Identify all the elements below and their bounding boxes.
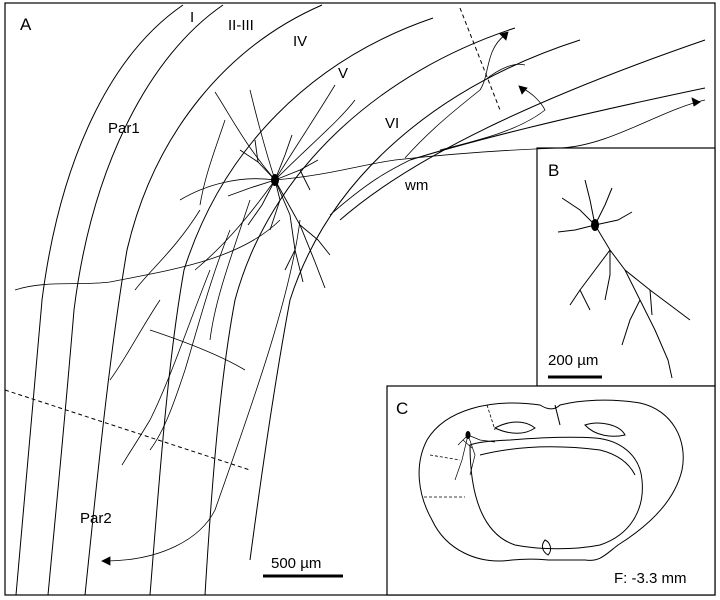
- boundary-v: [204, 27, 516, 596]
- scale-bar-a: 500 µm: [263, 555, 343, 578]
- panel-c-frame: [386, 385, 716, 596]
- neuron-dendrites: [227, 134, 331, 289]
- panel-c: C F: -3.3 mm: [396, 399, 687, 587]
- panel-c-letter: C: [396, 399, 408, 418]
- layer-label-iv: IV: [293, 33, 307, 50]
- panel-c-coordinate: F: -3.3 mm: [614, 570, 687, 587]
- boundary-vi: [249, 39, 581, 561]
- panel-b-letter: B: [548, 161, 559, 180]
- layer-label-v: V: [338, 65, 348, 82]
- panel-b-frame: [536, 147, 716, 387]
- area-border-top: [459, 7, 501, 111]
- layer-label-i: I: [190, 9, 194, 26]
- layer-label-ii-iii: II-III: [228, 17, 254, 34]
- region-label-par2: Par2: [80, 510, 112, 527]
- neuron-axons: [14, 31, 706, 566]
- layer-boundaries: [15, 4, 706, 596]
- boundary-pial: [15, 4, 184, 596]
- scale-bar-a-label: 500 µm: [271, 555, 321, 572]
- boundary-wm: [339, 39, 706, 221]
- scale-bar-b-label: 200 µm: [548, 352, 598, 369]
- boundary-wm-2: [409, 87, 706, 161]
- area-border-par1-par2: [4, 389, 251, 471]
- scale-bar-b: 200 µm: [548, 352, 602, 379]
- boundary-i: [47, 4, 224, 596]
- neuron-b-dendrites: [557, 179, 691, 379]
- panel-a: A I II-III IV V VI Par1 wm Par2 500 µm: [4, 4, 706, 596]
- neuron-b-soma: [591, 219, 599, 231]
- panel-c-soma: [465, 431, 471, 439]
- region-label-wm: wm: [404, 177, 428, 194]
- region-label-par1: Par1: [108, 120, 140, 137]
- panel-a-letter: A: [20, 15, 32, 34]
- panel-b: B 200 µm: [548, 161, 691, 379]
- boundary-ii-iii: [84, 4, 323, 596]
- brain-section-outline: [418, 399, 684, 562]
- layer-label-vi: VI: [385, 115, 399, 132]
- boundary-iv: [149, 17, 434, 596]
- panel-c-borders: [424, 404, 496, 498]
